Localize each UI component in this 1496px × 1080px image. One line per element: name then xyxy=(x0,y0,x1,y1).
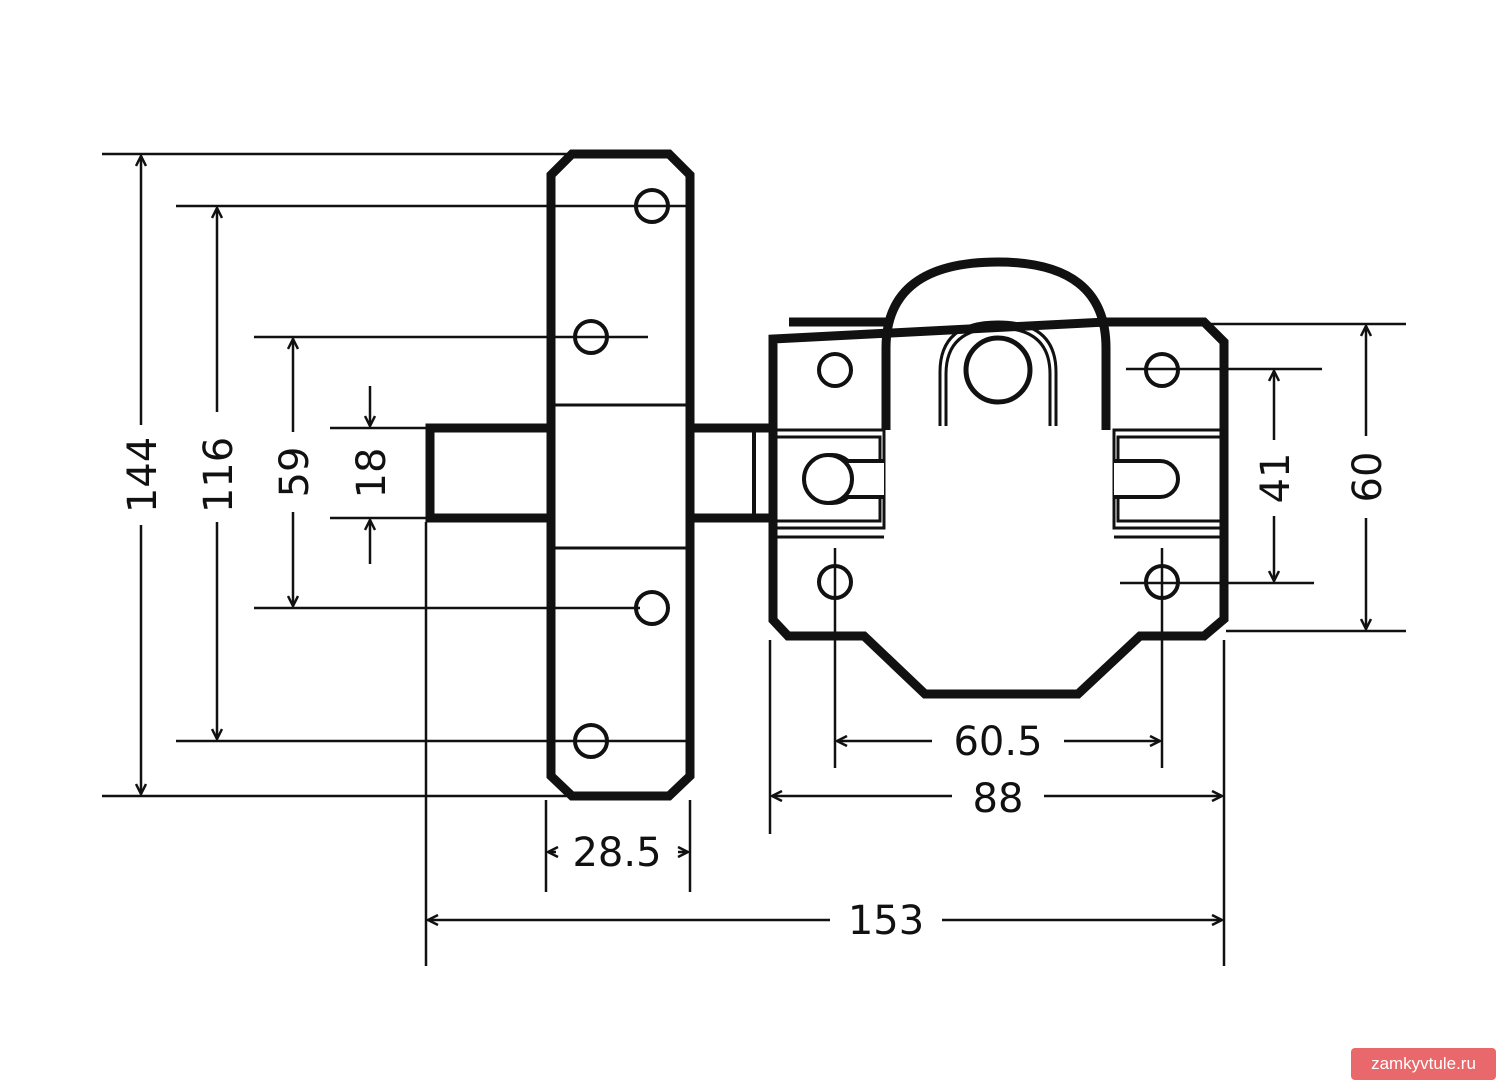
dim-housing-width: 88 xyxy=(973,776,1024,822)
dimension-lines xyxy=(141,156,1366,920)
dim-housing-height: 60 xyxy=(1345,452,1391,503)
bolt-inner-line xyxy=(752,432,756,514)
plate-center-block xyxy=(555,403,686,550)
keyway xyxy=(938,320,1058,426)
plate-hole-3 xyxy=(634,590,670,626)
housing-slots xyxy=(802,453,1180,505)
mounting-plate xyxy=(546,149,695,801)
dim-bolt-height: 18 xyxy=(349,448,395,499)
shackle xyxy=(881,257,1111,430)
key-cylinder xyxy=(963,335,1033,405)
watermark-badge: zamkyvtule.ru xyxy=(1351,1048,1496,1080)
watermark-text: zamkyvtule.ru xyxy=(1371,1054,1476,1073)
dim-plate-width: 28.5 xyxy=(572,830,661,876)
bolt xyxy=(425,423,772,523)
right-slot xyxy=(1114,459,1180,499)
dim-inner-hole-span: 59 xyxy=(272,447,318,498)
dim-housing-hole-span: 60.5 xyxy=(953,719,1042,765)
dim-housing-hole-vertical: 41 xyxy=(1253,453,1299,504)
housing-hole-tl xyxy=(817,352,853,388)
extension-lines xyxy=(102,152,1406,966)
dim-hole-span: 116 xyxy=(196,437,242,513)
dim-total-width: 153 xyxy=(848,898,924,944)
left-slot-pin xyxy=(802,453,854,505)
dim-total-height: 144 xyxy=(120,437,166,513)
